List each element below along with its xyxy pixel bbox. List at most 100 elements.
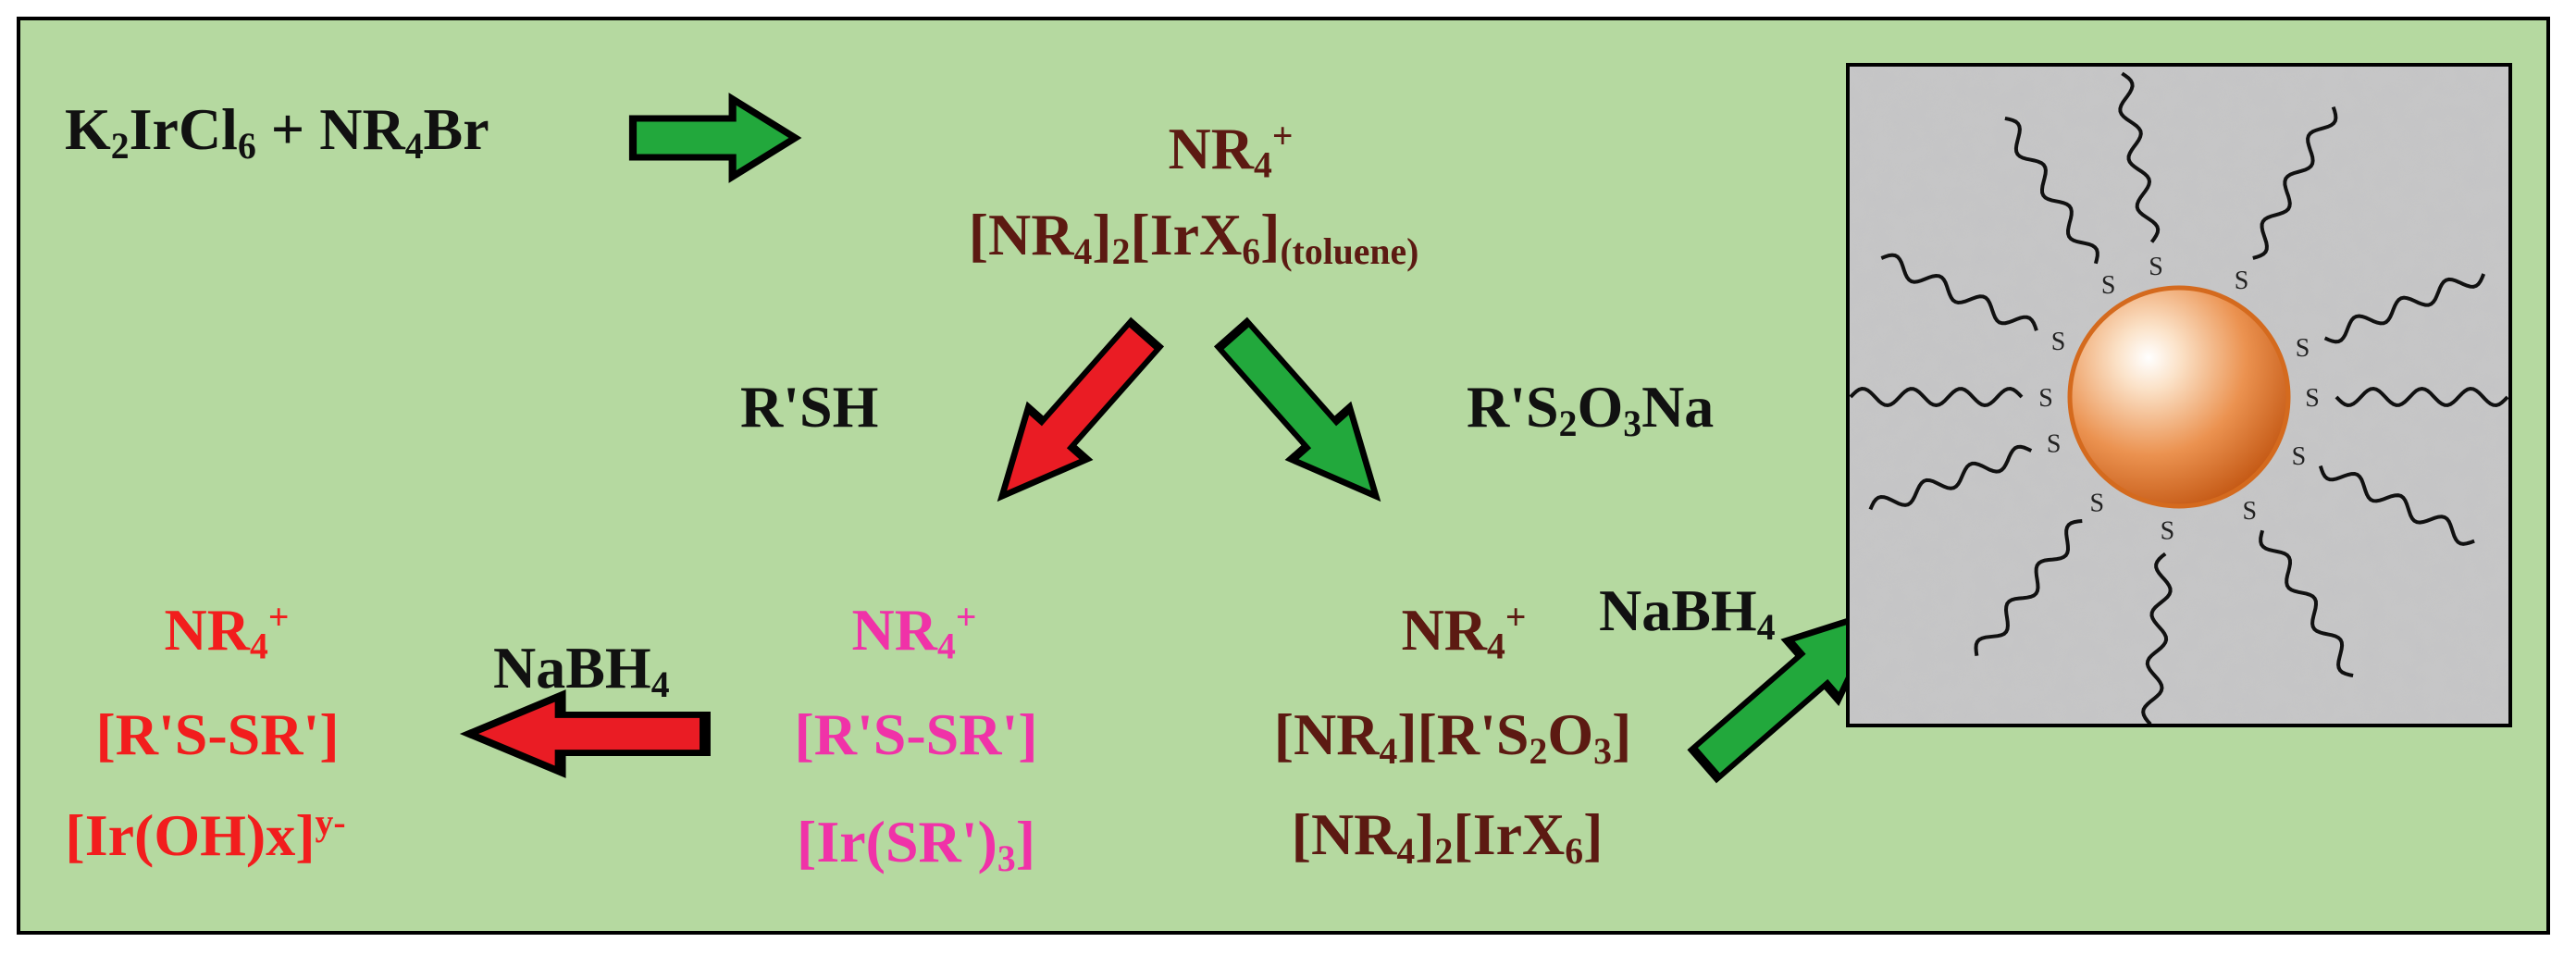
ligand-sulfur-label: S [2235, 267, 2249, 295]
ligand-chain [1974, 519, 2083, 656]
intermediate-phase-subscript: (toluene) [1280, 230, 1419, 272]
arrow-thiol-reduction [469, 696, 705, 772]
reactant-k-subscript: 2 [110, 125, 130, 167]
thiol-complex-sub: 3 [997, 837, 1016, 879]
intermediate-salt: [NR4]2[IrX6](toluene) [969, 205, 1419, 271]
tp-l3-sub1: 4 [1396, 830, 1416, 872]
thiol-product-disulfide: [R'S-SR'] [794, 701, 1038, 767]
thiol-complex-b: ] [1015, 809, 1035, 874]
reductant-right-text: NaBH [1599, 577, 1757, 643]
tp-l2-c: O [1547, 701, 1594, 767]
ligand-sulfur-label: S [2101, 271, 2116, 300]
ligand-chains [1850, 71, 2508, 724]
tp-l2-sub1: 4 [1379, 730, 1398, 772]
intermediate-salt-c-sub: 6 [1242, 230, 1261, 272]
ligand-sulfur-label: S [2047, 429, 2062, 458]
ligand-chain [2118, 71, 2161, 243]
tp-l3-a: [NR [1291, 801, 1397, 867]
intermediate-salt-b-sub: 2 [1111, 230, 1131, 272]
ligand-chain [2323, 273, 2486, 344]
tp-l2-a: [NR [1273, 701, 1380, 767]
ligand-sulfur-label: S [2051, 328, 2066, 356]
side-product-hydroxide: [Ir(OH)x]y- [65, 801, 346, 868]
ligand-chain [2141, 552, 2173, 724]
nanoparticle-sphere [2067, 285, 2291, 509]
thiol-product-cation-nr: NR [851, 596, 937, 663]
tp-l3-sub3: 6 [1565, 830, 1584, 872]
thiol-product-cation-charge: + [955, 597, 977, 638]
thiosulfate-product-line3: [NR4]2[IrX6] [1292, 805, 1604, 871]
reagent-reductant-left: NaBH4 [493, 639, 670, 704]
ligand-sulfur-label: S [2296, 334, 2310, 363]
reactants-formula: K2IrCl6 + NR4Br [65, 100, 489, 166]
thiol-product-cation-sub: 4 [936, 626, 956, 667]
intermediate-salt-b: ] [1092, 202, 1112, 267]
tp-l2-b: ][R'S [1397, 701, 1530, 767]
tp-l2-sub2: 2 [1529, 730, 1548, 772]
thiosulfate-product-cation-nr: NR [1401, 596, 1487, 663]
reductant-left-text: NaBH [493, 635, 651, 701]
thiosulfate-b: O [1577, 374, 1624, 440]
reagent-thiol: R'SH [740, 374, 879, 440]
ligand-chain [2259, 529, 2354, 678]
ligand-chain [2252, 105, 2338, 260]
intermediate-salt-c: [IrX [1130, 202, 1243, 267]
thiol-product-complex: [Ir(SR')3] [797, 812, 1035, 878]
side-product-hydroxide-charge: y- [315, 802, 346, 843]
arrow-thiol-route [972, 309, 1173, 522]
side-product-cation-sub: 4 [249, 626, 268, 667]
tp-l3-sub2: 2 [1434, 830, 1454, 872]
thiosulfate-sub1: 2 [1558, 403, 1578, 444]
reactant-k: K [65, 96, 111, 162]
intermediate-salt-a: [NR [968, 202, 1074, 267]
intermediate-cation-nr: NR [1168, 115, 1254, 181]
tp-l2-d: ] [1611, 701, 1632, 767]
intermediate-salt-a-sub: 4 [1073, 230, 1093, 272]
ligand-sulfur-label: S [2149, 253, 2163, 281]
ligand-sulfur-label: S [2292, 442, 2307, 471]
thiosulfate-product-line2: [NR4][R'S2O3] [1274, 705, 1632, 771]
reagent-thiosulfate: R'S2O3Na [1467, 378, 1714, 443]
ligand-chain [1868, 444, 2033, 511]
ligand-chain [2004, 116, 2099, 265]
reactant-cl-subscript: 6 [237, 125, 256, 167]
thiosulfate-product-cation-sub: 4 [1486, 626, 1505, 667]
thiosulfate-a: R'S [1467, 374, 1559, 440]
ligand-chain [2334, 386, 2508, 408]
tp-l3-c: [IrX [1453, 801, 1566, 867]
ligand-sulfur-label: S [2243, 497, 2258, 526]
thiosulfate-product-cation-charge: + [1505, 597, 1527, 638]
intermediate-cation: NR4+ [1169, 118, 1294, 184]
side-product-cation: NR4+ [164, 596, 290, 667]
tp-l3-d: ] [1583, 801, 1604, 867]
side-product-cation-charge: + [267, 597, 290, 638]
intermediate-cation-charge: + [1271, 116, 1294, 156]
ligand-sulfur-label: S [2090, 490, 2105, 518]
tp-l2-sub3: 3 [1593, 730, 1612, 772]
ligand-chain [2318, 465, 2475, 546]
thiosulfate-c: Na [1641, 374, 1715, 440]
thiol-complex-a: [Ir(SR') [797, 809, 997, 874]
ligand-chain [1850, 386, 2024, 408]
intermediate-salt-d: ] [1260, 202, 1281, 267]
side-product-hydroxide-text: [Ir(OH)x] [65, 801, 316, 868]
side-product-disulfide: [R'S-SR'] [95, 701, 340, 767]
ligand-sulfur-label: S [2161, 517, 2175, 546]
thiosulfate-sub2: 3 [1623, 403, 1642, 444]
reactant-br: Br [423, 96, 489, 162]
reactant-ircl: IrCl [129, 96, 238, 162]
thiol-product-cation: NR4+ [851, 596, 977, 667]
intermediate-cation-subscript: 4 [1253, 144, 1272, 186]
reactant-plus-nr: + NR [255, 96, 405, 162]
side-product-cation-nr: NR [164, 596, 250, 663]
reagent-reductant-right: NaBH4 [1599, 581, 1776, 647]
reactant-nr-subscript: 4 [404, 125, 424, 167]
reductant-left-subscript: 4 [650, 664, 670, 705]
arrow-reactants-to-intermediate [633, 99, 796, 177]
arrow-thiosulfate-route [1205, 309, 1406, 522]
ligand-sulfur-label: S [2305, 384, 2320, 413]
ligand-sulfur-label: S [2038, 384, 2053, 413]
thiosulfate-product-cation: NR4+ [1401, 596, 1527, 667]
